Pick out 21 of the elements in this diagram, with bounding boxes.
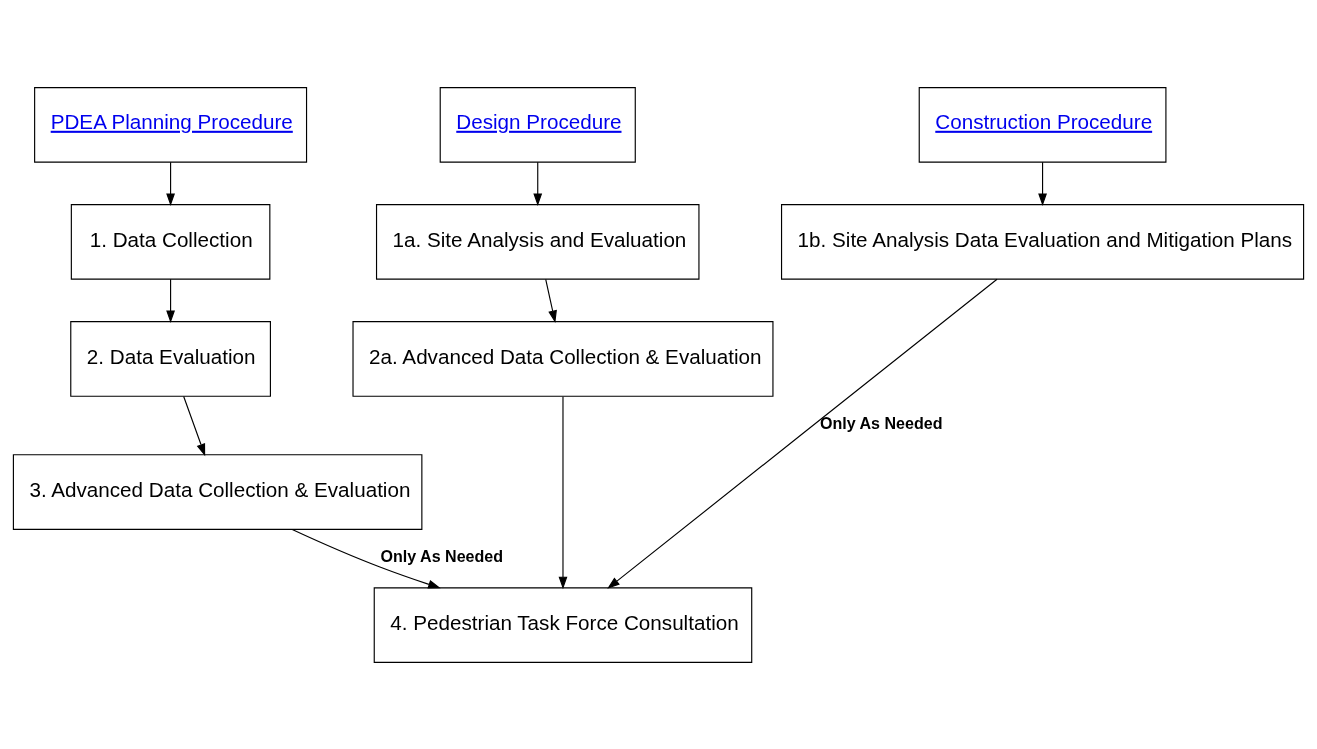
node-box: 2. Data Evaluation — [70, 320, 271, 397]
node-box: 3. Advanced Data Collection & Evaluation — [12, 453, 423, 530]
arrow — [607, 278, 998, 589]
arrow — [533, 161, 543, 206]
edge-label: Only As Needed — [819, 413, 943, 432]
node-box: 2a. Advanced Data Collection & Evaluation — [352, 320, 774, 397]
node-box: Construction Procedure — [918, 86, 1167, 163]
arrow — [1038, 161, 1047, 206]
edge-label: Only As Needed — [380, 546, 504, 565]
arrow — [166, 161, 175, 206]
node-box: 1. Data Collection — [70, 203, 271, 280]
node-box: Design Procedure — [439, 86, 636, 163]
arrow — [545, 278, 557, 323]
node-box: 1a. Site Analysis and Evaluation — [375, 203, 700, 280]
arrow — [291, 528, 441, 588]
arrow — [558, 395, 568, 589]
node-box: PDEA Planning Procedure — [34, 86, 308, 163]
arrow — [183, 395, 206, 456]
node-box: 4. Pedestrian Task Force Consultation — [373, 586, 753, 663]
arrow — [166, 278, 175, 323]
node-box: 1b. Site Analysis Data Evaluation and Mitigation Plans — [780, 203, 1305, 280]
